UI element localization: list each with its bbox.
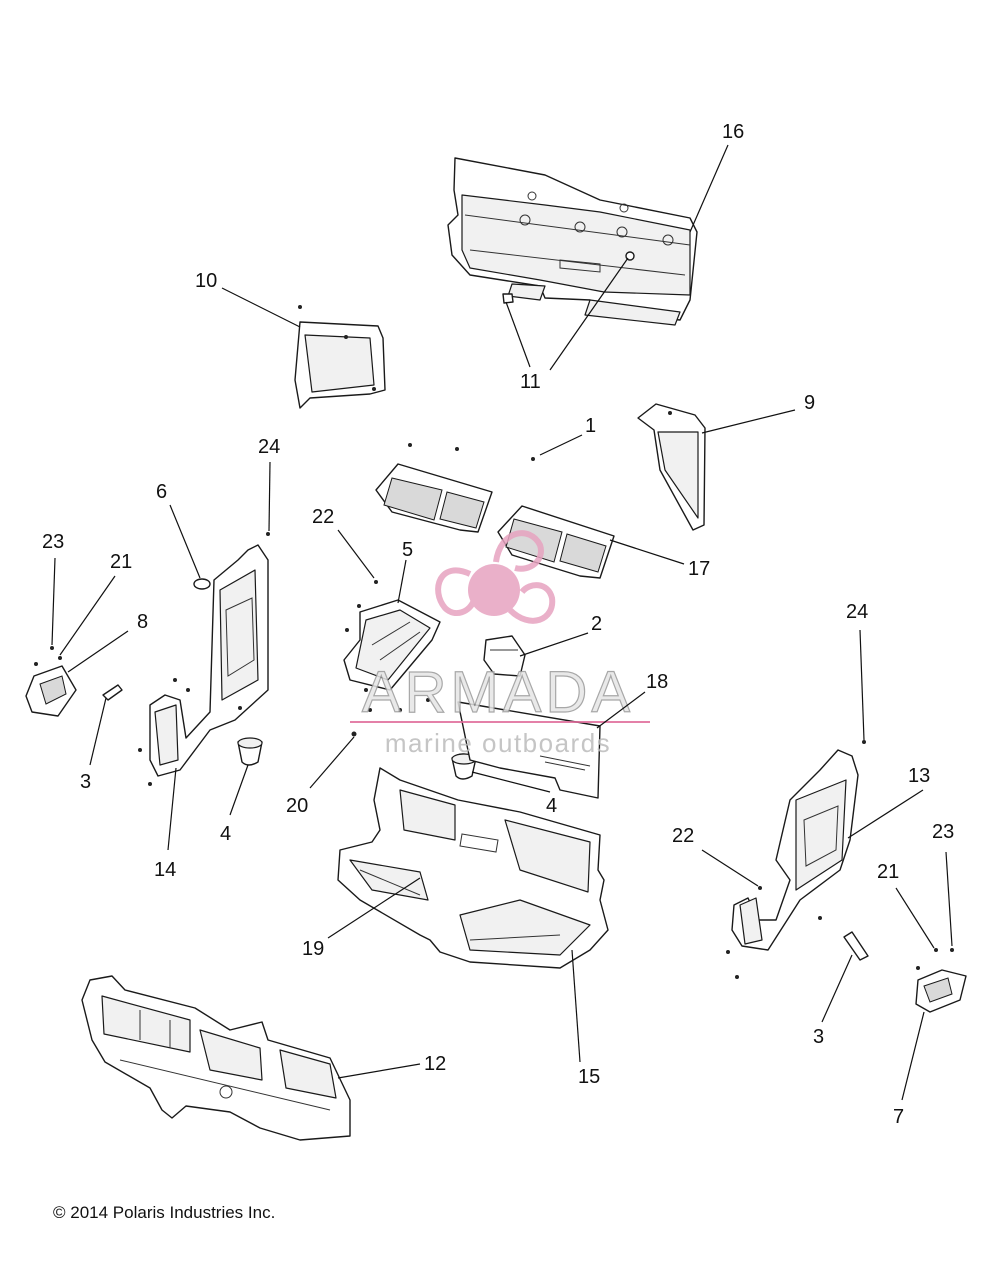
part-5-center-duct bbox=[343, 580, 441, 691]
callout-9: 9 bbox=[804, 392, 815, 414]
part-17-cupholder-left bbox=[375, 443, 493, 533]
callout-14: 14 bbox=[154, 859, 176, 881]
callout-6: 6 bbox=[156, 481, 167, 503]
callout-10: 10 bbox=[195, 270, 217, 292]
callout-16: 16 bbox=[722, 121, 744, 143]
part-2-bracket bbox=[483, 635, 526, 677]
callout-1: 1 bbox=[585, 415, 596, 437]
callout-4-center: 4 bbox=[546, 795, 557, 817]
callout-11: 11 bbox=[520, 371, 541, 393]
callout-3-left: 3 bbox=[80, 771, 91, 793]
callout-21-left: 21 bbox=[110, 551, 132, 573]
callout-20: 20 bbox=[286, 795, 308, 817]
part-14-left-panel bbox=[138, 532, 270, 786]
copyright-notice: © 2014 Polaris Industries Inc. bbox=[53, 1203, 276, 1222]
part-10-panel bbox=[294, 305, 386, 409]
callout-8: 8 bbox=[137, 611, 148, 633]
part-19-15-floor bbox=[337, 767, 609, 969]
callout-19: 19 bbox=[302, 938, 324, 960]
part-17-cupholder-right bbox=[497, 457, 615, 579]
callout-23-right: 23 bbox=[932, 821, 954, 843]
callout-5: 5 bbox=[402, 539, 413, 561]
callout-4-left: 4 bbox=[220, 823, 231, 845]
part-24-fastener-right bbox=[862, 740, 866, 744]
watermark: ARMADA marine outboards bbox=[350, 530, 650, 758]
callout-22-left: 22 bbox=[312, 506, 334, 528]
part-16-rear-panel bbox=[447, 157, 698, 326]
part-8-left-step bbox=[25, 646, 77, 717]
part-13-right-panel bbox=[726, 749, 859, 979]
callout-13: 13 bbox=[908, 765, 930, 787]
callout-22-right: 22 bbox=[672, 825, 694, 847]
callout-24-left: 24 bbox=[258, 436, 280, 458]
part-6-clip bbox=[193, 578, 211, 590]
part-9-panel bbox=[637, 403, 706, 531]
callout-7: 7 bbox=[893, 1106, 904, 1128]
watermark-propeller-icon bbox=[435, 530, 556, 624]
callout-24-right: 24 bbox=[846, 601, 868, 623]
part-18-plate bbox=[457, 701, 601, 799]
callout-23-left: 23 bbox=[42, 531, 64, 553]
part-20-fastener bbox=[351, 688, 430, 737]
part-12-front-floor bbox=[81, 975, 351, 1141]
callout-12: 12 bbox=[424, 1053, 446, 1075]
callout-17: 17 bbox=[688, 558, 710, 580]
callout-labels: 16 10 11 9 1 24 6 22 5 17 23 21 8 2 18 2… bbox=[42, 121, 954, 1128]
callout-15: 15 bbox=[578, 1066, 600, 1088]
part-3-handle-right bbox=[843, 931, 869, 961]
callout-2: 2 bbox=[591, 613, 602, 635]
callout-21-right: 21 bbox=[877, 861, 899, 883]
watermark-tagline: marine outboards bbox=[385, 728, 611, 758]
leader-lines bbox=[51, 144, 953, 1101]
callout-18: 18 bbox=[646, 671, 668, 693]
callout-3-right: 3 bbox=[813, 1026, 824, 1048]
part-4-cup-left bbox=[237, 737, 263, 766]
watermark-brand: ARMADA bbox=[362, 660, 634, 725]
part-22-fastener-right bbox=[758, 886, 762, 890]
part-3-handle-left bbox=[102, 684, 123, 701]
part-7-right-step bbox=[915, 948, 967, 1013]
